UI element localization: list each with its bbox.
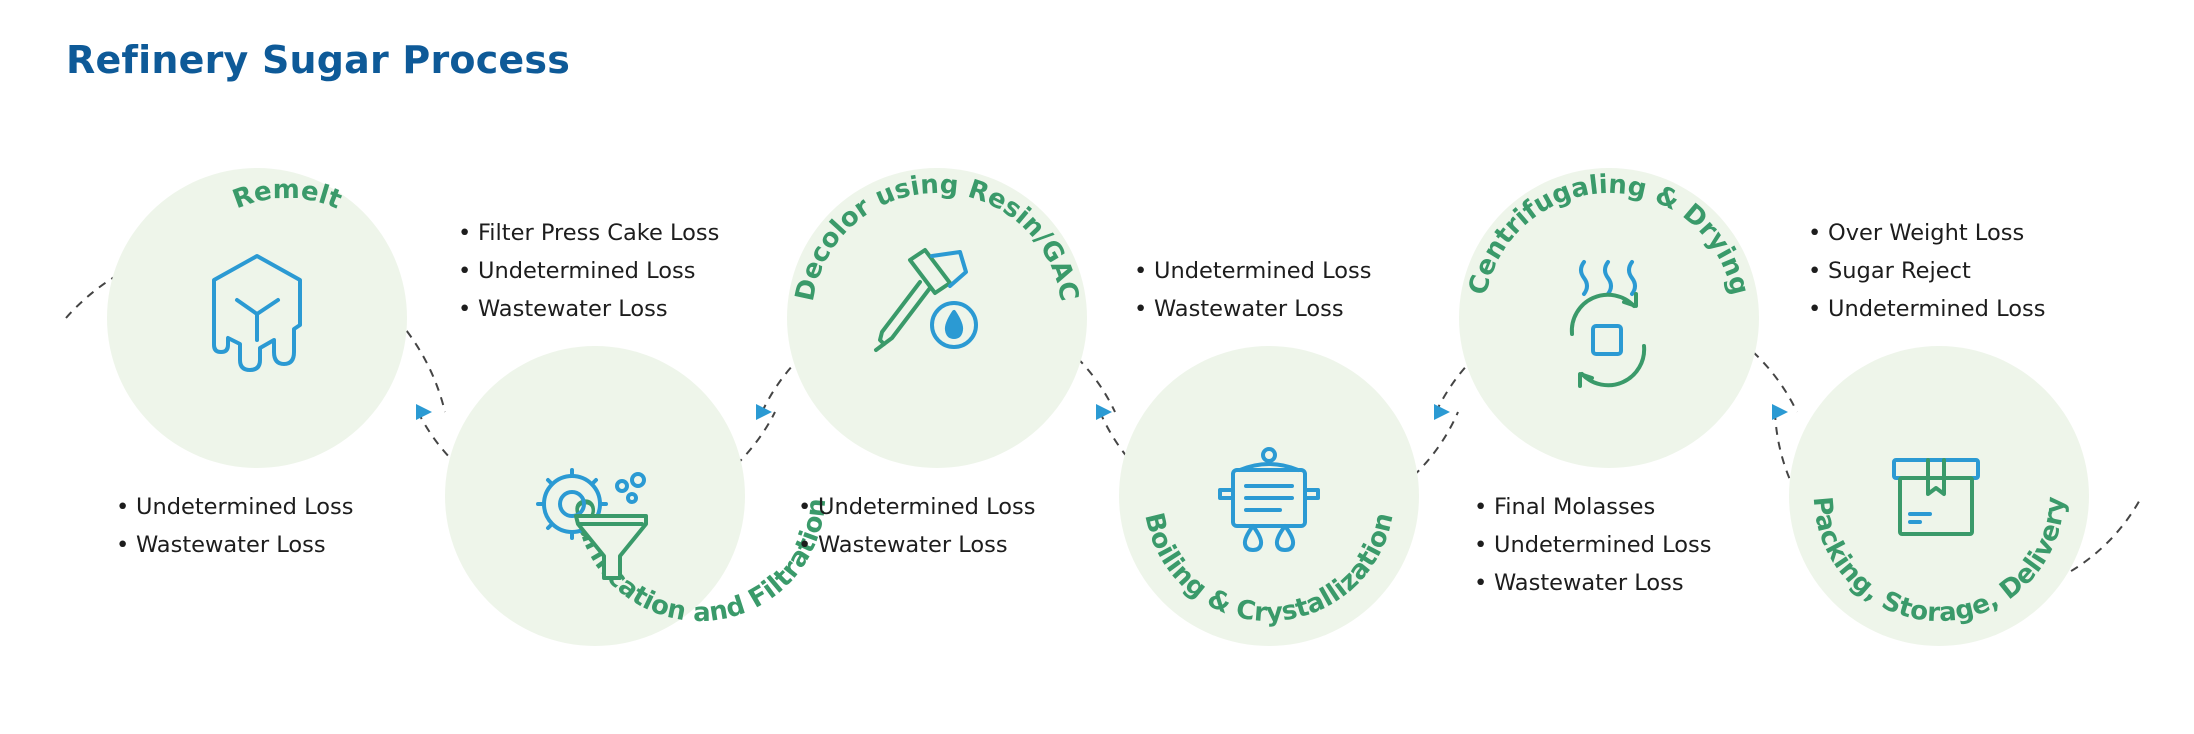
loss-list-decolor: Undetermined Loss Wastewater Loss: [798, 488, 1035, 564]
boiling-pot-icon: [1218, 447, 1320, 552]
arrow-right-icon: [1434, 404, 1450, 420]
list-item: Over Weight Loss: [1808, 214, 2045, 252]
list-item: Final Molasses: [1474, 488, 1711, 526]
list-item: Wastewater Loss: [798, 526, 1035, 564]
step-circle-decolor: [787, 168, 1087, 468]
list-item: Undetermined Loss: [1808, 290, 2045, 328]
list-item: Undetermined Loss: [1134, 252, 1371, 290]
list-item: Wastewater Loss: [116, 526, 353, 564]
loss-list-remelt: Undetermined Loss Wastewater Loss: [116, 488, 353, 564]
list-item: Undetermined Loss: [458, 252, 719, 290]
list-item: Wastewater Loss: [1134, 290, 1371, 328]
arrow-right-icon: [416, 404, 432, 420]
rotating-steam-icon: [1569, 260, 1647, 388]
step-circle-clarification: [445, 346, 745, 646]
step-circle-packing: [1789, 346, 2089, 646]
arrow-right-icon: [1096, 404, 1112, 420]
gear-funnel-icon: [536, 468, 648, 580]
list-item: Undetermined Loss: [798, 488, 1035, 526]
loss-list-boiling: Undetermined Loss Wastewater Loss: [1134, 252, 1371, 328]
loss-list-clarification: Filter Press Cake Loss Undetermined Loss…: [458, 214, 719, 328]
step-circle-centrifugaling: [1459, 168, 1759, 468]
list-item: Sugar Reject: [1808, 252, 2045, 290]
loss-list-centrifugaling: Final Molasses Undetermined Loss Wastewa…: [1474, 488, 1711, 602]
list-item: Wastewater Loss: [458, 290, 719, 328]
list-item: Undetermined Loss: [1474, 526, 1711, 564]
arrow-right-icon: [1772, 404, 1788, 420]
melting-cube-icon: [212, 254, 302, 372]
package-box-icon: [1892, 458, 1980, 536]
list-item: Wastewater Loss: [1474, 564, 1711, 602]
pipette-drop-icon: [874, 248, 978, 352]
arrow-right-icon: [756, 404, 772, 420]
page-title: Refinery Sugar Process: [66, 38, 571, 82]
loss-list-packing: Over Weight Loss Sugar Reject Undetermin…: [1808, 214, 2045, 328]
list-item: Filter Press Cake Loss: [458, 214, 719, 252]
list-item: Undetermined Loss: [116, 488, 353, 526]
